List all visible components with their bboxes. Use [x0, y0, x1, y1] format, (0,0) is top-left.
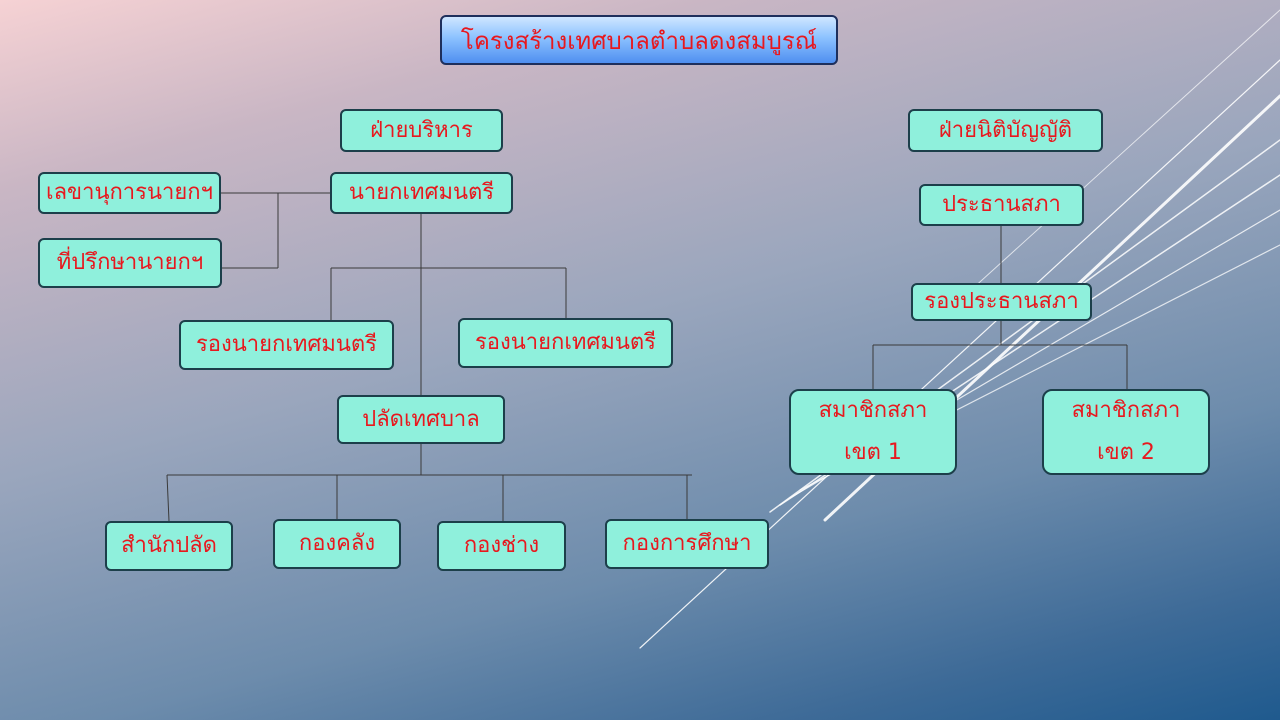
council-member-2-district: เขต 2 — [1097, 440, 1155, 465]
council-vice-president-box: รองประธานสภา — [911, 283, 1092, 321]
council-member-box-1: สมาชิกสภา เขต 1 — [789, 389, 957, 475]
division-box-office: สำนักปลัด — [105, 521, 233, 571]
council-member-2-title: สมาชิกสภา — [1071, 398, 1181, 424]
division-box-engineering: กองช่าง — [437, 521, 566, 571]
executive-header: ฝ่ายบริหาร — [340, 109, 503, 152]
deputy-mayor-box-1: รองนายกเทศมนตรี — [179, 320, 394, 370]
council-member-1-district: เขต 1 — [844, 440, 902, 465]
secretary-box: เลขานุการนายกฯ — [38, 172, 221, 214]
division-box-education: กองการศึกษา — [605, 519, 769, 569]
division-box-finance: กองคลัง — [273, 519, 401, 569]
council-member-1-title: สมาชิกสภา — [818, 398, 928, 424]
council-member-box-2: สมาชิกสภา เขต 2 — [1042, 389, 1210, 475]
municipal-clerk-box: ปลัดเทศบาล — [337, 395, 505, 444]
mayor-box: นายกเทศมนตรี — [330, 172, 513, 214]
council-president-box: ประธานสภา — [919, 184, 1084, 226]
page-title: โครงสร้างเทศบาลตำบลดงสมบูรณ์ — [440, 15, 838, 65]
legislative-header: ฝ่ายนิติบัญญัติ — [908, 109, 1103, 152]
advisor-box: ที่ปรึกษานายกฯ — [38, 238, 222, 288]
deputy-mayor-box-2: รองนายกเทศมนตรี — [458, 318, 673, 368]
